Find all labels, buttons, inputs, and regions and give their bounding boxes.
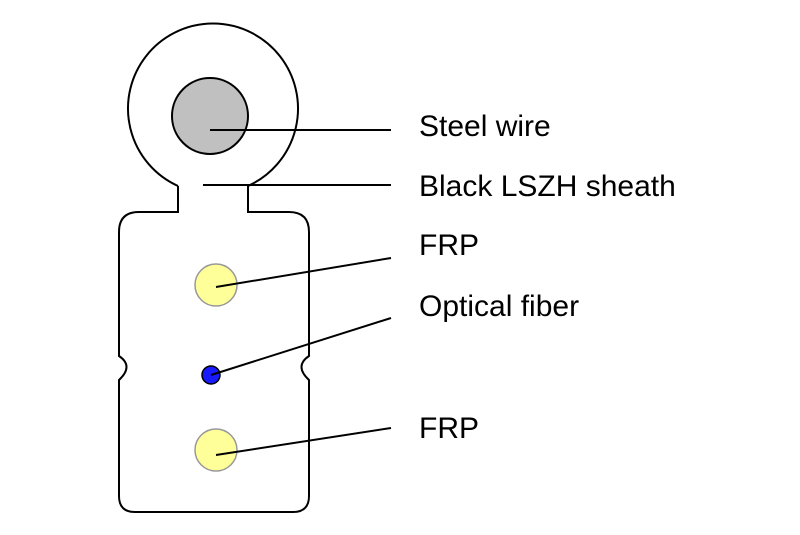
label-optical-fiber: Optical fiber bbox=[419, 290, 580, 323]
steel-wire-icon bbox=[171, 77, 249, 155]
frp-rod-icon bbox=[194, 263, 238, 307]
label-steel-wire: Steel wire bbox=[419, 110, 551, 143]
leader-line-frp-top bbox=[215, 257, 392, 288]
leader-line-optical-fiber bbox=[210, 317, 392, 376]
leader-line-frp-bottom bbox=[215, 427, 392, 456]
label-sheath: Black LSZH sheath bbox=[419, 170, 676, 203]
neck-fill bbox=[179, 178, 247, 214]
label-frp-top: FRP bbox=[419, 229, 479, 262]
cable-body-outline bbox=[118, 186, 310, 513]
frp-rod-icon bbox=[194, 428, 238, 472]
label-frp-bottom: FRP bbox=[419, 412, 479, 445]
